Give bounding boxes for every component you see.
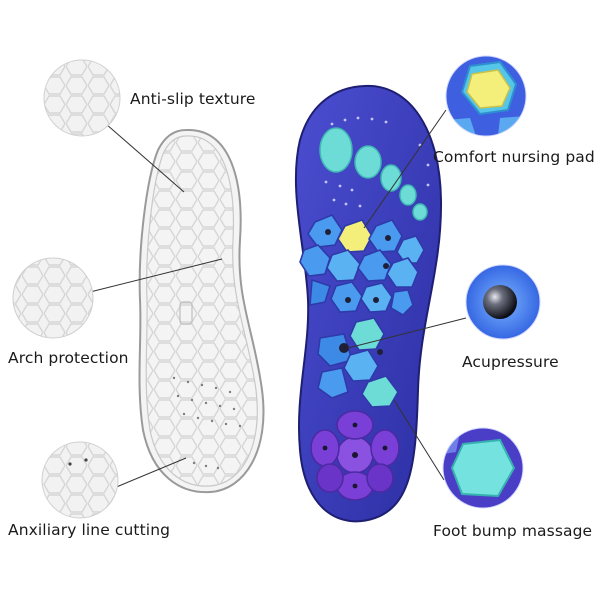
auxiliary-line-cutting-label: Anxiliary line cutting	[8, 521, 171, 539]
foot-bump-detail-circle	[442, 427, 524, 509]
comfort-pad-detail-circle	[445, 55, 527, 137]
acupressure-label: Acupressure	[462, 353, 559, 371]
auxiliary-detail-circle	[41, 441, 119, 519]
anti-slip-texture-label: Anti-slip texture	[130, 90, 256, 108]
acupressure-detail-circle	[465, 264, 541, 340]
arch-protection-label: Arch protection	[8, 349, 129, 367]
blue-insole	[294, 84, 443, 523]
white-insole	[138, 128, 265, 494]
arch-detail-circle	[12, 257, 94, 339]
foot-bump-massage-label: Foot bump massage	[433, 522, 593, 540]
leader-lines	[89, 109, 467, 489]
anti-slip-detail-circle	[43, 59, 121, 137]
comfort-nursing-pad-label: Comfort nursing pad	[433, 148, 595, 166]
